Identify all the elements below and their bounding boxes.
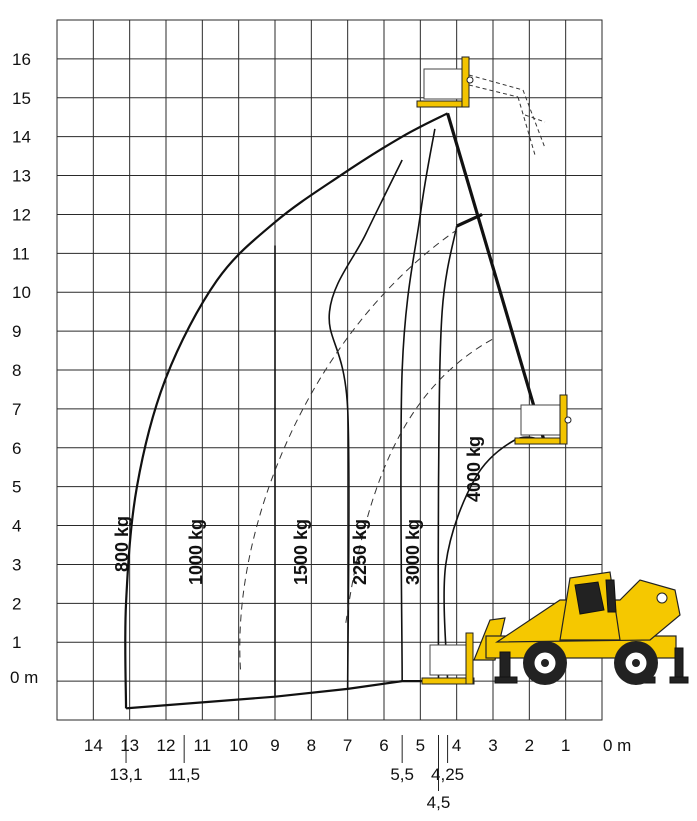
y-tick-label: 10	[12, 283, 31, 302]
y-tick-label: 2	[12, 594, 21, 613]
x-tick-label: 9	[270, 736, 279, 755]
x-extra-tick-label: 4,25	[431, 765, 464, 784]
x-tick-label: 4	[452, 736, 461, 755]
series-line-2250-kg	[400, 128, 436, 682]
x-tick-label: 12	[157, 736, 176, 755]
x-extra-tick-label: 11,5	[168, 765, 200, 784]
x-tick-label: 8	[307, 736, 316, 755]
wheel-rear-icon	[614, 641, 658, 685]
boom-mid-line	[455, 212, 483, 228]
x-extra-tick-label: 5,5	[390, 765, 414, 784]
x-tick-label: 5	[416, 736, 425, 755]
y-tick-label: 12	[12, 205, 31, 224]
load-curves	[124, 112, 546, 710]
boom-extended-line	[446, 112, 546, 441]
dashed-arc-outer	[239, 229, 457, 670]
y-tick-label: 6	[12, 439, 21, 458]
series-label-1000: 1000 kg	[186, 519, 206, 585]
y-tick-label: 8	[12, 361, 21, 380]
x-tick-label: 1	[561, 736, 570, 755]
grid	[56, 19, 603, 721]
x-extra-tick-label: 4,5	[427, 793, 451, 812]
y-tick-label: 3	[12, 555, 21, 574]
y-tick-label: 14	[12, 128, 31, 147]
y-tick-label: 15	[12, 89, 31, 108]
x-tick-label: 14	[84, 736, 103, 755]
fork-top-icon	[416, 56, 546, 156]
x-tick-label: 2	[525, 736, 534, 755]
series-line-1500-kg	[328, 159, 403, 689]
series-label-1500: 1500 kg	[291, 519, 311, 585]
fork-ground-icon	[421, 632, 475, 685]
dashed-arc-inner	[345, 338, 494, 623]
boom-base-line	[125, 680, 448, 710]
series-label-4000: 4000 kg	[464, 436, 484, 502]
y-tick-label: 13	[12, 167, 31, 186]
series-label-800: 800 kg	[112, 516, 132, 572]
y-tick-label: 1	[12, 633, 21, 652]
y-tick-label: 5	[12, 478, 21, 497]
y-tick-label: 9	[12, 322, 21, 341]
x-tick-label: 7	[343, 736, 352, 755]
x-tick-label: 13	[120, 736, 139, 755]
x-tick-label: 11	[194, 736, 212, 755]
wheel-front-icon	[523, 641, 567, 685]
telehandler-illustration	[416, 56, 689, 685]
series-label-2250: 2250 kg	[350, 519, 370, 585]
y-tick-label: 4	[12, 517, 21, 536]
x-tick-label: 10	[229, 736, 248, 755]
y-unit-label: 0 m	[10, 668, 38, 687]
series-label-3000: 3000 kg	[403, 519, 423, 585]
series-line-3000-kg	[437, 225, 458, 682]
x-unit-label: 0 m	[603, 736, 631, 755]
x-tick-label: 6	[379, 736, 388, 755]
x-extra-tick-label: 13,1	[109, 765, 142, 784]
y-tick-label: 16	[12, 50, 31, 69]
fork-middle-icon	[514, 394, 572, 445]
y-tick-label: 7	[12, 400, 21, 419]
x-tick-label: 3	[488, 736, 497, 755]
y-tick-label: 11	[12, 244, 30, 263]
series-line-800-kg	[124, 112, 449, 709]
